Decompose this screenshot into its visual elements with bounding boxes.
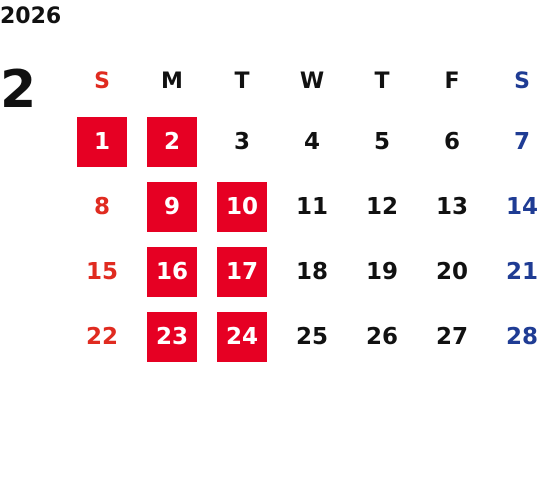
day-number: 13: [435, 193, 468, 220]
weekday-header-friday: F: [444, 68, 460, 94]
day-number: 15: [85, 258, 118, 285]
day-cell: 2: [137, 109, 207, 174]
weekday-header-wednesday: W: [299, 68, 325, 94]
day-cell: 11: [277, 174, 347, 239]
day-number: 1: [77, 116, 127, 167]
day-number: 9: [147, 181, 197, 232]
day-number: 28: [505, 323, 538, 350]
weekday-header-tuesday: T: [234, 68, 250, 94]
day-number: 11: [295, 193, 328, 220]
day-number: 8: [93, 193, 110, 220]
day-number: 19: [365, 258, 398, 285]
day-cell: 28: [487, 304, 548, 369]
year-label: 2026: [0, 4, 62, 29]
day-cell: 6: [417, 109, 487, 174]
day-cell: 1: [67, 109, 137, 174]
day-cell: 9: [137, 174, 207, 239]
day-number: 16: [147, 246, 197, 297]
day-number: 2: [147, 116, 197, 167]
day-cell: 15: [67, 239, 137, 304]
day-cell: 27: [417, 304, 487, 369]
day-number: 3: [233, 128, 250, 155]
weekday-header-sunday: S: [94, 68, 110, 94]
day-number: 12: [365, 193, 398, 220]
day-number: 26: [365, 323, 398, 350]
day-cell: 18: [277, 239, 347, 304]
day-cell: 26: [347, 304, 417, 369]
day-number: 27: [435, 323, 468, 350]
month-number: 2: [0, 60, 37, 120]
day-cell: 24: [207, 304, 277, 369]
day-number: 20: [435, 258, 468, 285]
day-cell: 20: [417, 239, 487, 304]
weekday-header-monday: M: [161, 68, 183, 94]
day-cell: 19: [347, 239, 417, 304]
day-number: 18: [295, 258, 328, 285]
day-cell: 10: [207, 174, 277, 239]
day-number: 22: [85, 323, 118, 350]
day-cell: 22: [67, 304, 137, 369]
day-cell: 5: [347, 109, 417, 174]
day-number: 14: [505, 193, 538, 220]
day-cell: 25: [277, 304, 347, 369]
weekday-header-thursday: T: [374, 68, 390, 94]
day-number: 21: [505, 258, 538, 285]
day-cell: 12: [347, 174, 417, 239]
day-number: 23: [147, 311, 197, 362]
day-number: 4: [303, 128, 320, 155]
day-cell: 13: [417, 174, 487, 239]
day-cell: 4: [277, 109, 347, 174]
weekday-header-saturday: S: [514, 68, 530, 94]
day-cell: 21: [487, 239, 548, 304]
day-number: 5: [373, 128, 390, 155]
day-number: 17: [217, 246, 267, 297]
day-number: 7: [513, 128, 530, 155]
day-cell: 16: [137, 239, 207, 304]
day-cell: 3: [207, 109, 277, 174]
day-cell: 7: [487, 109, 548, 174]
day-number: 25: [295, 323, 328, 350]
calendar-grid: S M T W T F S 1 2 3 4 5 6 7 8 9 10 11 12…: [67, 53, 548, 369]
day-number: 6: [443, 128, 460, 155]
day-number: 24: [217, 311, 267, 362]
day-cell: 8: [67, 174, 137, 239]
day-cell: 23: [137, 304, 207, 369]
day-cell: 17: [207, 239, 277, 304]
day-cell: 14: [487, 174, 548, 239]
day-number: 10: [217, 181, 267, 232]
